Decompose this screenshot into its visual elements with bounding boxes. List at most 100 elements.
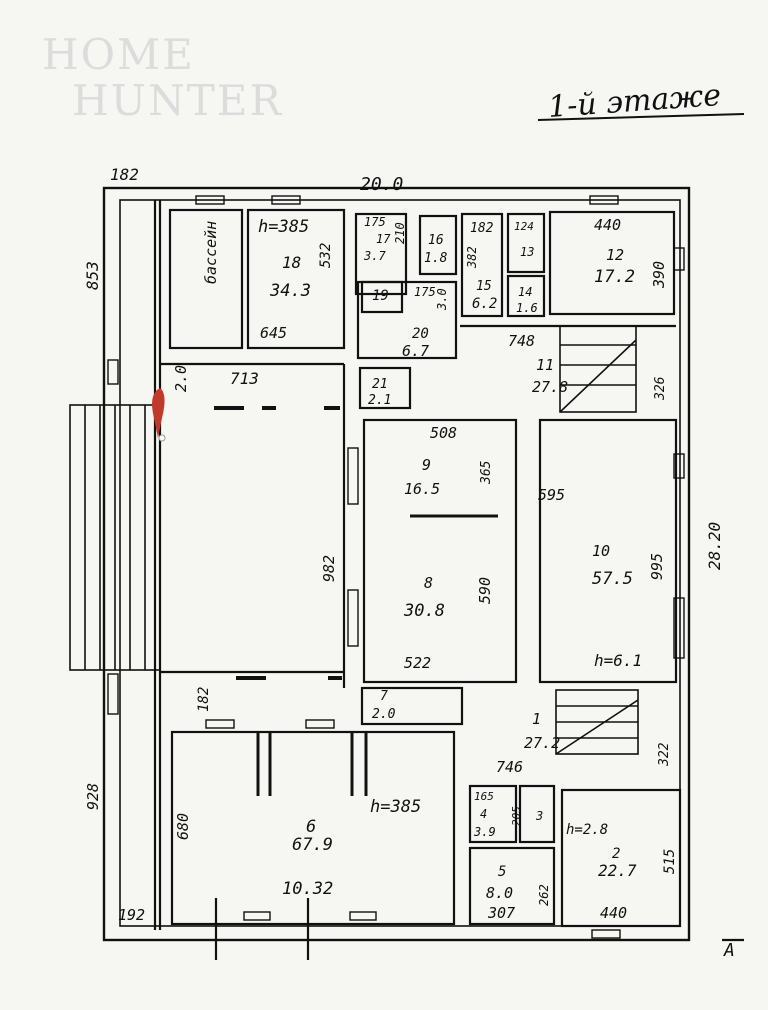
plan-label-r10: 10 xyxy=(592,542,610,560)
plan-label-a14: 1.6 xyxy=(516,301,538,315)
plan-label-d382: 382 xyxy=(465,246,479,269)
plan-label-a11: 27.8 xyxy=(532,378,568,396)
plan-label-d322: 322 xyxy=(657,742,672,767)
plan-label-d440a: 440 xyxy=(594,216,621,234)
plan-label-a7: 2.0 xyxy=(372,707,396,722)
red-pin-marker xyxy=(152,388,166,442)
room-14 xyxy=(506,274,546,318)
plan-label-r16: 16 xyxy=(428,233,444,248)
lower-stair xyxy=(555,689,639,755)
room-5 xyxy=(468,846,556,926)
plan-label-a6: 67.9 xyxy=(292,835,333,855)
plan-label-d175a: 175 xyxy=(364,215,386,229)
plan-label-basin: бассейн xyxy=(202,221,220,284)
plan-label-d508: 508 xyxy=(430,424,457,442)
watermark-line-1: HOME xyxy=(42,30,195,79)
plan-label-a2: 22.7 xyxy=(598,861,637,880)
plan-label-a10: 57.5 xyxy=(592,569,633,589)
upper-stair xyxy=(559,325,637,413)
room-18 xyxy=(246,208,346,350)
plan-label-r8: 8 xyxy=(424,574,433,592)
room-10 xyxy=(538,418,678,684)
room-6 xyxy=(170,730,456,926)
plan-label-d645: 645 xyxy=(260,324,287,342)
plan-label-r3: 3 xyxy=(535,809,543,823)
plan-label-d175b: 175 xyxy=(414,285,436,299)
plan-label-d192: 192 xyxy=(118,906,145,924)
plan-label-a17: 3.7 xyxy=(363,249,386,263)
plan-label-r21: 21 xyxy=(372,377,388,392)
plan-label-d124: 124 xyxy=(514,220,534,233)
plan-label-r18: 18 xyxy=(282,253,301,272)
plan-label-h10: h=6.1 xyxy=(594,651,642,670)
plan-label-d680: 680 xyxy=(174,813,192,840)
watermark-logo: HOME HUNTER xyxy=(42,32,283,124)
watermark-line-2: HUNTER xyxy=(72,76,284,125)
plan-label-d532: 532 xyxy=(318,243,334,268)
plan-label-d390: 390 xyxy=(650,261,668,289)
plan-label-d522: 522 xyxy=(404,654,431,672)
plan-label-r7: 7 xyxy=(380,689,388,704)
plan-label-r15: 15 xyxy=(476,279,492,294)
room-15 xyxy=(460,212,504,318)
plan-label-r1: 1 xyxy=(532,710,541,728)
plan-label-d595: 595 xyxy=(538,486,565,504)
room-7 xyxy=(360,686,464,726)
plan-label-d210: 210 xyxy=(393,222,407,244)
plan-label-a18: 34.3 xyxy=(269,281,311,301)
plan-label-r14: 14 xyxy=(518,285,532,299)
plan-label-a5: 8.0 xyxy=(486,884,513,902)
plan-label-d262: 262 xyxy=(537,884,551,906)
room-4 xyxy=(468,784,518,844)
plan-label-d590: 590 xyxy=(476,577,494,604)
plan-label-d182c: 182 xyxy=(196,687,212,712)
room-16 xyxy=(418,214,458,276)
plan-label-a20: 6.7 xyxy=(402,342,429,360)
plan-label-d205: 205 xyxy=(510,806,523,826)
room-17 xyxy=(354,212,408,296)
plan-label-a4: 3.9 xyxy=(473,825,496,839)
plan-label-d2820: 28.20 xyxy=(705,522,724,570)
plan-label-r20: 20 xyxy=(412,326,429,342)
plan-label-a15: 6.2 xyxy=(472,296,497,312)
plan-label-d165: 165 xyxy=(474,790,494,803)
plan-label-r9: 9 xyxy=(422,456,431,474)
plan-label-r11: 11 xyxy=(536,356,554,374)
plan-label-d182b: 182 xyxy=(470,221,494,236)
plan-label-d928: 928 xyxy=(84,783,102,810)
plan-label-a8: 30.8 xyxy=(403,601,445,621)
inner-outer-wall xyxy=(119,199,681,927)
room-2 xyxy=(560,788,682,928)
plan-label-r19: 19 xyxy=(372,288,389,304)
plan-label-d713: 713 xyxy=(230,369,259,388)
room-21 xyxy=(358,366,412,410)
plan-label-d853: 853 xyxy=(83,261,102,290)
plan-label-d326: 326 xyxy=(653,376,668,401)
main-stair xyxy=(69,404,161,671)
plan-label-a12: 17.2 xyxy=(594,267,635,287)
plan-label-d1032: 10.32 xyxy=(282,879,333,899)
plan-label-a21: 2.1 xyxy=(368,393,391,408)
plan-label-d182top: 182 xyxy=(110,165,139,184)
plan-label-r17: 17 xyxy=(376,232,391,246)
plan-label-d982: 982 xyxy=(320,555,338,582)
room-3 xyxy=(518,784,556,844)
plan-label-d995: 995 xyxy=(648,553,666,580)
room-20 xyxy=(356,280,458,360)
room-13 xyxy=(506,212,546,274)
plan-label-d20b: 2.0 xyxy=(172,365,190,392)
plan-label-a1: 27.2 xyxy=(524,734,560,752)
plan-label-d748: 748 xyxy=(508,332,535,350)
plan-label-r6: 6 xyxy=(306,817,316,837)
plan-label-h6: h=385 xyxy=(370,797,421,817)
plan-label-r12: 12 xyxy=(606,246,624,264)
plan-label-r13: 13 xyxy=(520,245,534,259)
plan-label-markA: A xyxy=(723,940,735,961)
plan-label-a16: 1.8 xyxy=(424,251,448,266)
plan-label-d307: 307 xyxy=(487,904,515,922)
plan-label-d20: 20.0 xyxy=(360,174,403,195)
room-pool xyxy=(168,208,244,350)
plan-label-h18: h=385 xyxy=(258,217,309,237)
plan-label-r5: 5 xyxy=(498,864,506,880)
